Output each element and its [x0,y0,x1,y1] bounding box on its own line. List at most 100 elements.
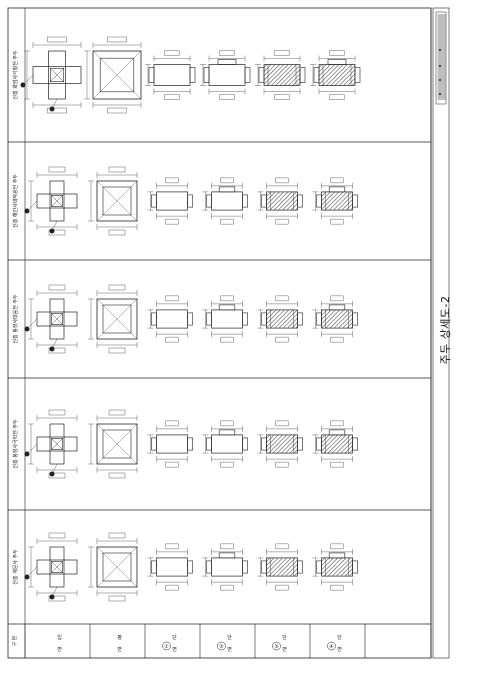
drawing-rect [218,304,236,311]
drawing-rect [96,423,138,465]
drawing-rect [48,166,66,173]
column-header-bottom: 면 [117,646,122,653]
drawing-rect [48,284,66,291]
drawing-line [96,180,138,222]
drawing-rect [330,177,344,184]
drawing-rect [218,429,236,436]
drawing-rect [102,552,132,582]
drawing-rect [102,186,132,216]
drawing-rect [156,557,188,577]
drawing-rect [328,429,346,436]
drawing-rect [321,557,353,577]
drawing-rect [217,59,237,65]
detail-row [24,166,358,236]
legend-dot [439,65,441,67]
leader-marker [24,451,30,457]
drawing-rect [102,429,132,459]
drawing-rect [187,194,193,208]
drawing-rect [275,295,289,302]
drawing-rect [299,67,306,83]
drawing-line [96,423,138,465]
drawing-rect [354,67,361,83]
drawing-rect [151,437,157,451]
drawing-rect [51,313,63,325]
drawing-line [52,463,58,473]
drawing-rect [242,437,248,451]
drawing-rect [297,560,303,574]
column-header-top: 단 [282,634,287,641]
drawing-rect [165,461,179,468]
drawing-rect [108,532,126,539]
drawing-line [28,566,38,576]
column-header-mark: ② [219,644,224,650]
row-label: 신흥 해인사대적광전 주두 [12,174,19,228]
drawing-rect [321,309,353,329]
drawing-rect [220,177,234,184]
drawing-rect [218,186,236,193]
drawing-rect [327,59,347,65]
drawing-rect [219,50,235,56]
drawing-rect [275,336,289,343]
drawing-rect [328,186,346,193]
drawing-rect [330,420,344,427]
drawing-rect [328,304,346,311]
drawing-rect [275,543,289,550]
drawing-rect [266,191,298,211]
drawing-rect [156,191,188,211]
drawing-rect [329,50,345,56]
leader-marker [49,106,55,112]
drawing-rect [275,177,289,184]
drawing-rect [330,218,344,225]
drawing-rect [151,312,157,326]
drawing-rect [263,64,301,86]
legend-dot [439,93,441,95]
drawing-rect [206,312,212,326]
drawing-rect [330,461,344,468]
drawing-rect [165,420,179,427]
drawing-rect [218,552,236,559]
column-header-top: 단 [337,634,342,641]
drawing-rect [297,437,303,451]
drawing-line [52,338,58,348]
drawing-line [50,68,64,82]
sheet-title: 주두 상세도-2 [439,295,452,365]
drawing-rect [275,218,289,225]
drawing-rect [220,543,234,550]
drawing-line [51,313,63,325]
drawing-rect [165,543,179,550]
drawing-rect [48,409,66,416]
drawing-rect [51,195,63,207]
drawing-rect [48,229,66,236]
drawing-rect [165,218,179,225]
drawing-line [92,50,142,100]
drawing-rect [329,94,345,100]
drawing-rect [266,309,298,329]
section-mark-circle [217,641,226,651]
drawing-rect [242,194,248,208]
drawing-rect [165,295,179,302]
drawing-rect [107,36,127,43]
drawing-rect [220,336,234,343]
leader-marker [24,326,30,332]
drawing-rect [165,177,179,184]
drawing-rect [47,36,67,43]
drawing-rect [318,64,356,86]
drawing-rect [220,584,234,591]
drawing-rect [108,347,126,354]
drawing-rect [203,67,210,83]
section-mark-circle [272,641,281,651]
drawing-line [28,443,38,453]
section-mark-circle [327,641,336,651]
leader-marker [24,574,30,580]
drawing-rect [220,218,234,225]
drawing-rect [156,309,188,329]
column-header-bottom: 면 [337,646,342,653]
drawing-rect [330,336,344,343]
section-mark-circle [162,641,171,651]
column-header-bottom: 면 [172,646,177,653]
drawing-rect [274,50,290,56]
drawing-rect [108,166,126,173]
drawing-rect [328,552,346,559]
